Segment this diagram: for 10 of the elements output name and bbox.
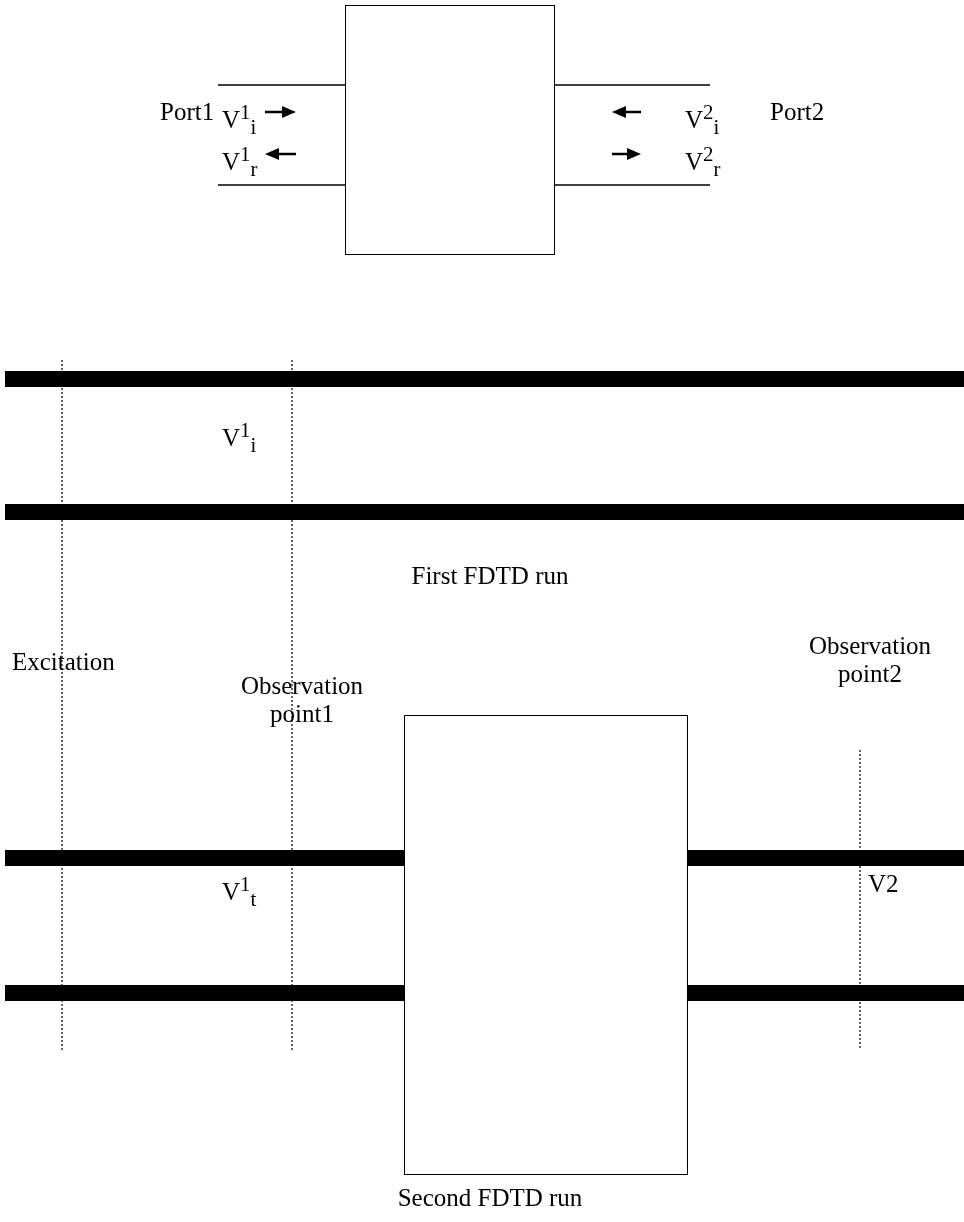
run-caption: First FDTD run	[410, 562, 570, 590]
device-box	[404, 715, 688, 1175]
position-label: Observation point2	[807, 632, 933, 688]
position-label: Excitation	[12, 648, 115, 676]
port-label: Port2	[770, 98, 825, 126]
device-box	[345, 5, 555, 255]
port-label: Port1	[160, 98, 215, 126]
position-label: Observation point1	[239, 672, 365, 728]
voltage-label: V2	[868, 870, 899, 898]
run-caption: Second FDTD run	[396, 1184, 584, 1212]
